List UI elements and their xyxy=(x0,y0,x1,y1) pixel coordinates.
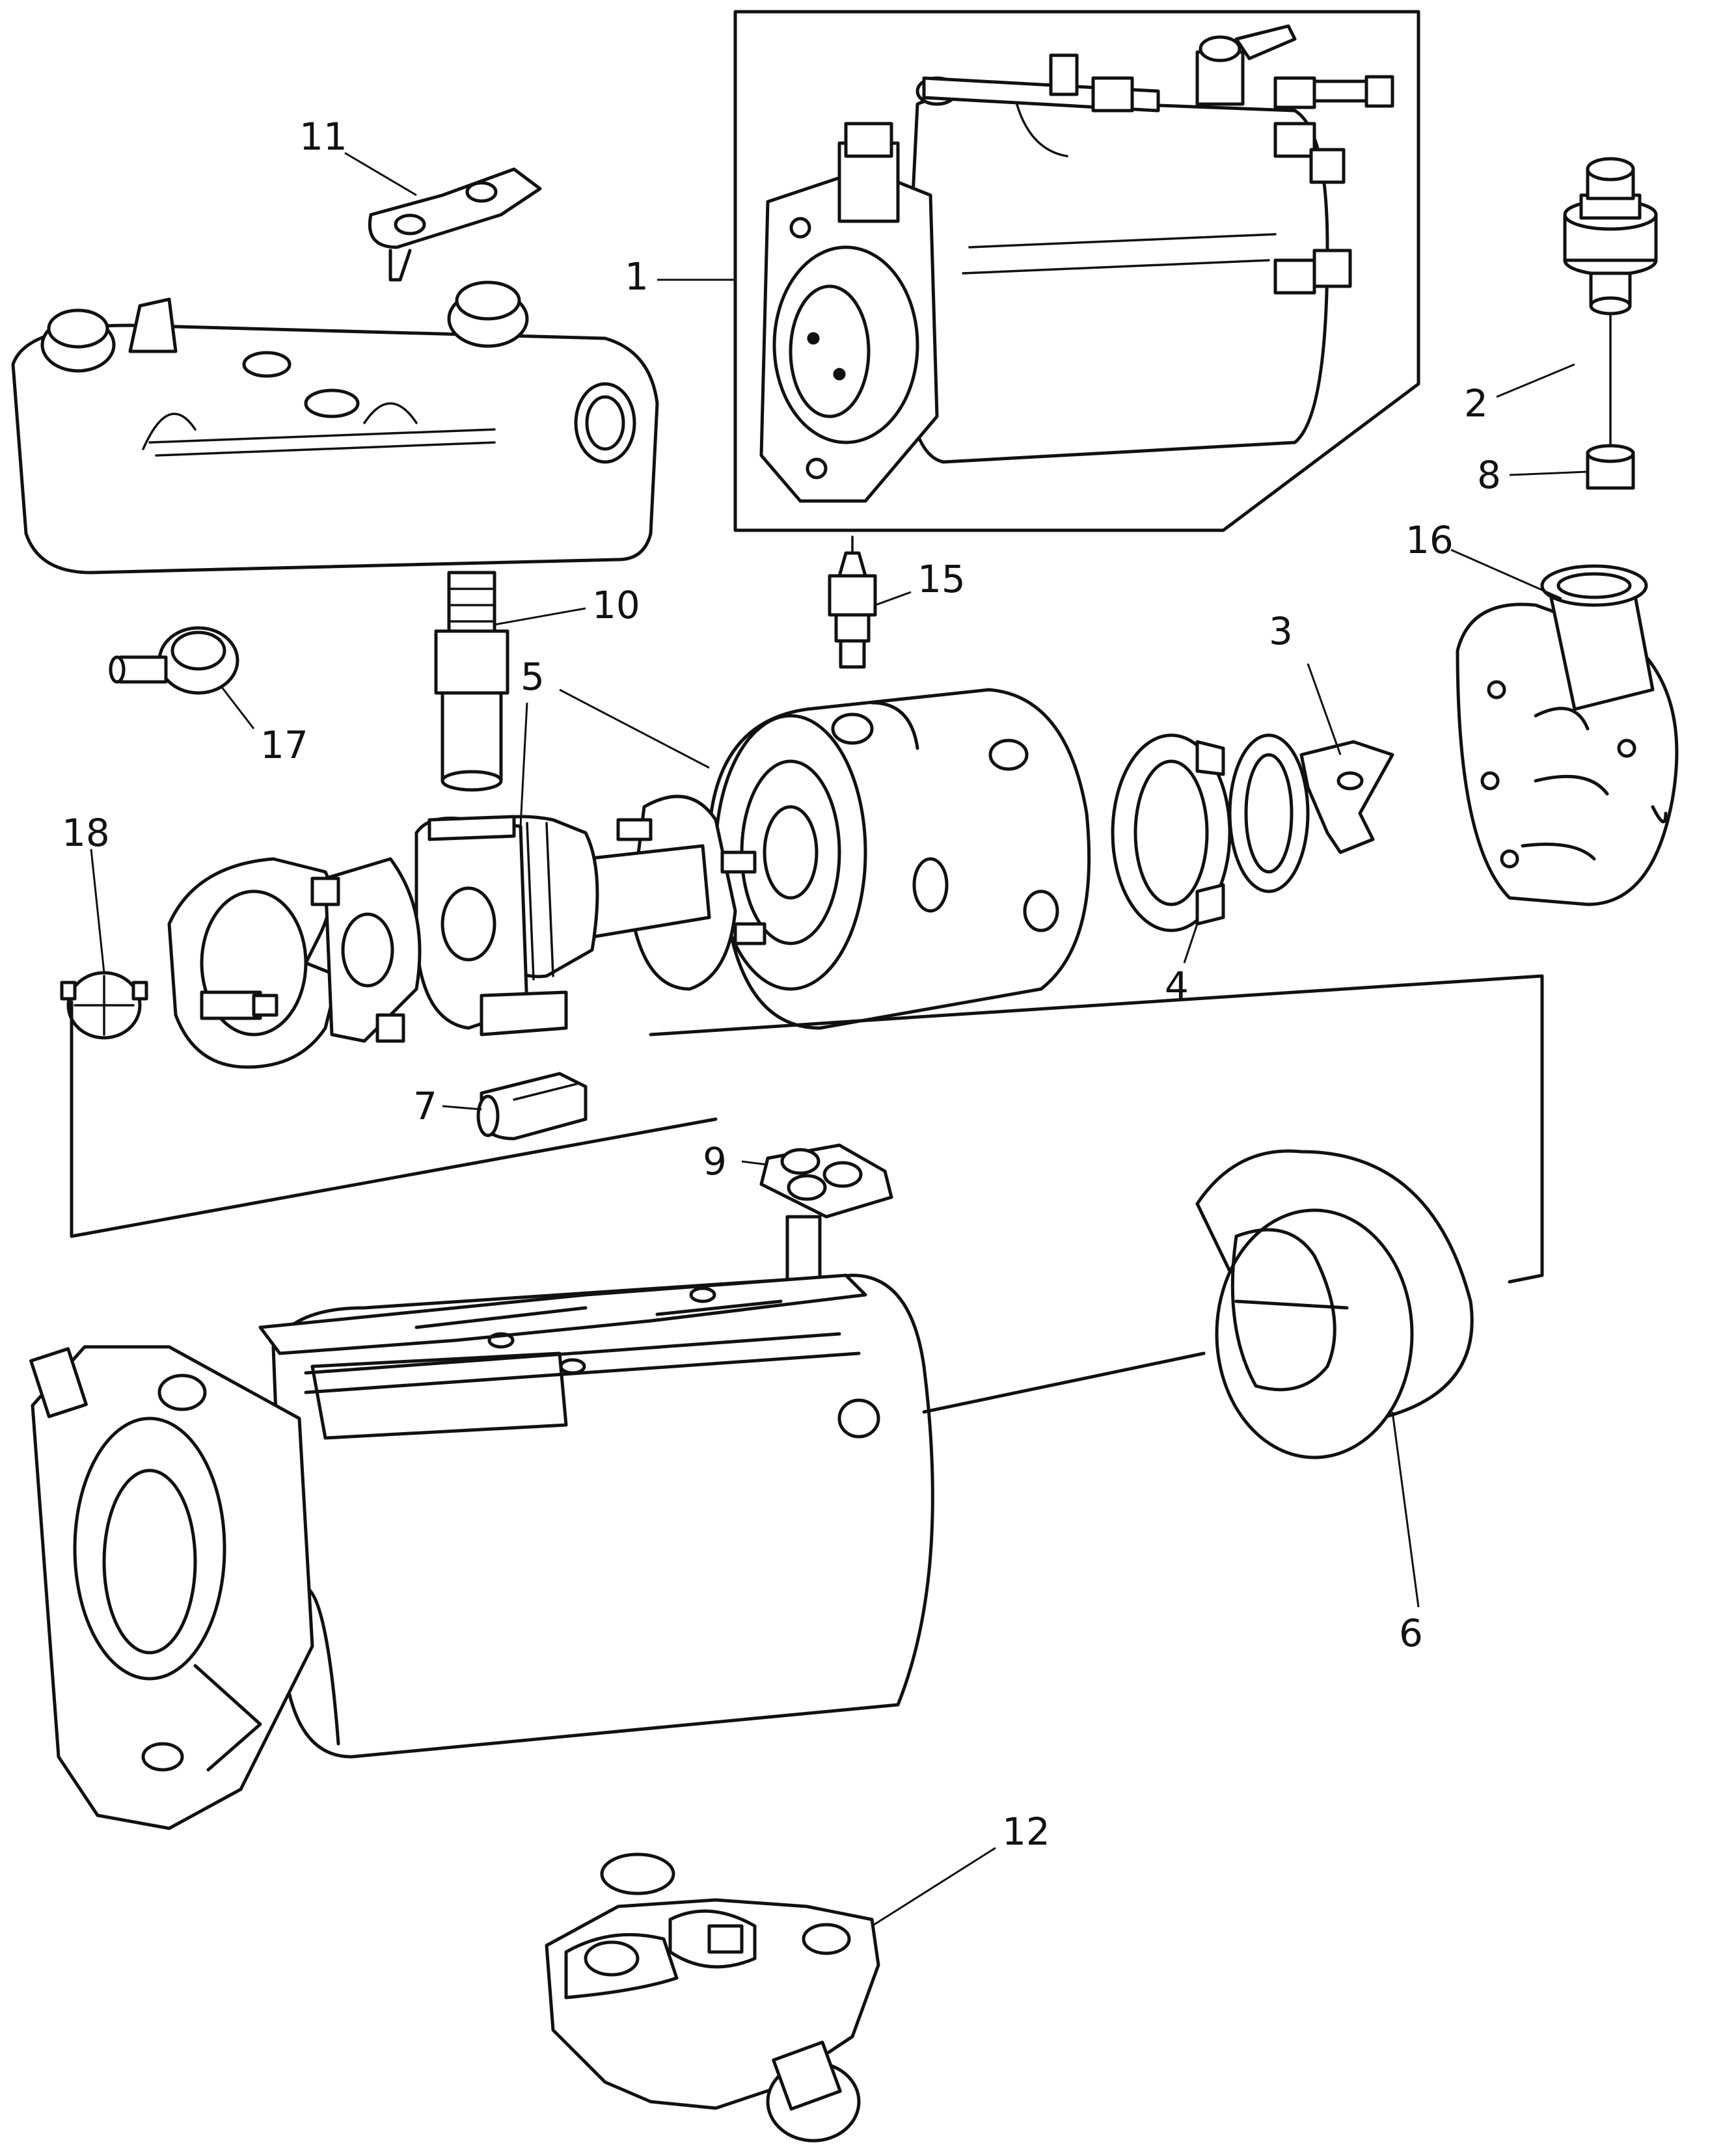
callout-1: 1 xyxy=(625,254,649,299)
callout-17: 17 xyxy=(260,723,308,767)
callout-8: 8 xyxy=(1477,453,1501,497)
callout-12: 12 xyxy=(1002,1809,1050,1854)
part-12-governor-housing xyxy=(545,1852,880,2143)
assembly-bracket-lines xyxy=(70,974,1544,1284)
pump-main-housing xyxy=(29,1273,1206,1830)
pump-head-casting xyxy=(11,280,659,575)
part-8-cup xyxy=(1586,444,1635,490)
callout-labels: 1 2 3 4 5 6 7 8 9 10 11 12 15 16 17 18 xyxy=(62,115,1501,1854)
inset-assembled-pump xyxy=(733,10,1420,532)
callout-10: 10 xyxy=(592,583,640,627)
part-11-plate xyxy=(368,167,542,282)
part-18-nut xyxy=(60,971,148,1040)
leader-lines xyxy=(90,152,1588,1927)
part-9-bracket xyxy=(759,1143,893,1284)
part-2-valve xyxy=(1563,157,1658,457)
callout-5: 5 xyxy=(521,655,545,699)
callout-18: 18 xyxy=(62,811,110,855)
part-5-rotor-head xyxy=(414,688,1091,1037)
part-15-bleed-screw xyxy=(828,535,877,669)
part-3-spring xyxy=(1228,733,1394,893)
governor-weight-cage xyxy=(167,857,422,1069)
callout-6: 6 xyxy=(1399,1611,1423,1655)
part-4-ring xyxy=(1111,733,1232,932)
part-6-seal-ring xyxy=(1195,1149,1474,1459)
callout-11: 11 xyxy=(299,115,347,159)
callout-3: 3 xyxy=(1269,609,1293,653)
callout-15: 15 xyxy=(917,557,966,601)
callout-9: 9 xyxy=(703,1139,727,1184)
part-17-banjo xyxy=(109,626,239,695)
callout-16: 16 xyxy=(1405,518,1454,562)
part-10-plug xyxy=(434,571,509,792)
part-7-block xyxy=(476,1072,588,1141)
callout-2: 2 xyxy=(1464,381,1488,426)
callout-7: 7 xyxy=(413,1084,437,1128)
callout-4: 4 xyxy=(1165,964,1189,1008)
part-16-end-plate xyxy=(1456,564,1679,906)
